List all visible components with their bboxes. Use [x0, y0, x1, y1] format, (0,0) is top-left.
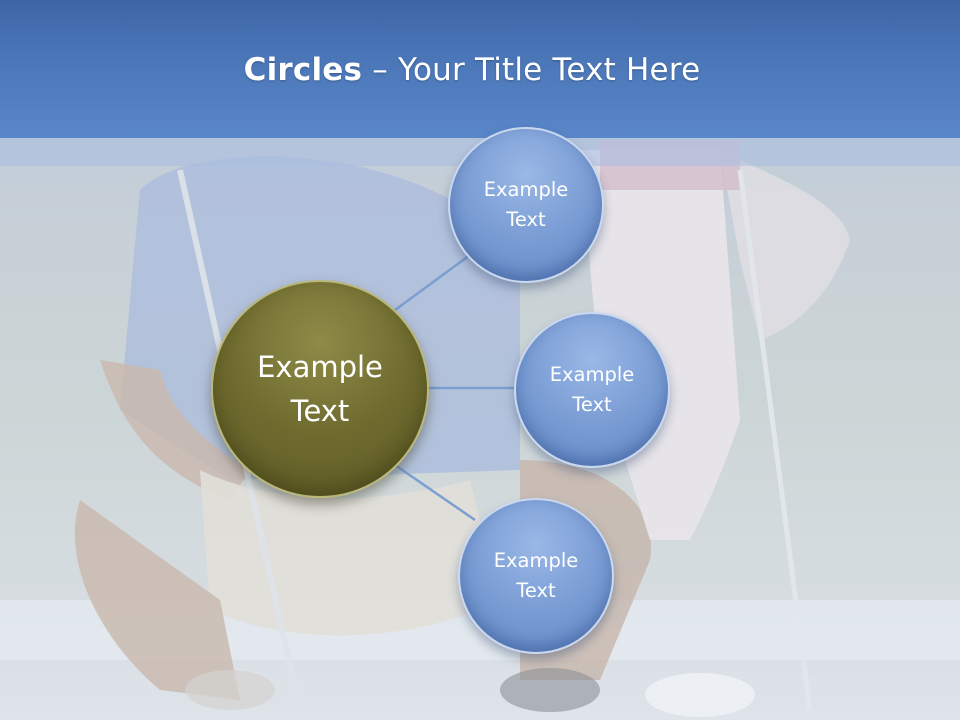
- center-circle-label: Example Text: [257, 350, 383, 428]
- center-circle[interactable]: Example Text: [211, 280, 429, 498]
- connector-bottom: [394, 463, 476, 522]
- node-circle-bottom-label: Example Text: [493, 549, 579, 602]
- node-circle-middle[interactable]: Example Text: [514, 312, 670, 468]
- slide-title[interactable]: Circles – Your Title Text Here: [0, 52, 944, 88]
- node-circle-top-label: Example Text: [483, 178, 569, 231]
- connector-top: [394, 253, 471, 312]
- node-circle-bottom[interactable]: Example Text: [458, 498, 614, 654]
- slide-title-bold: Circles: [243, 52, 363, 88]
- title-band: [0, 0, 960, 138]
- node-circle-middle-label: Example Text: [549, 363, 635, 416]
- slide-title-rest: – Your Title Text Here: [362, 52, 701, 88]
- node-circle-top[interactable]: Example Text: [448, 127, 604, 283]
